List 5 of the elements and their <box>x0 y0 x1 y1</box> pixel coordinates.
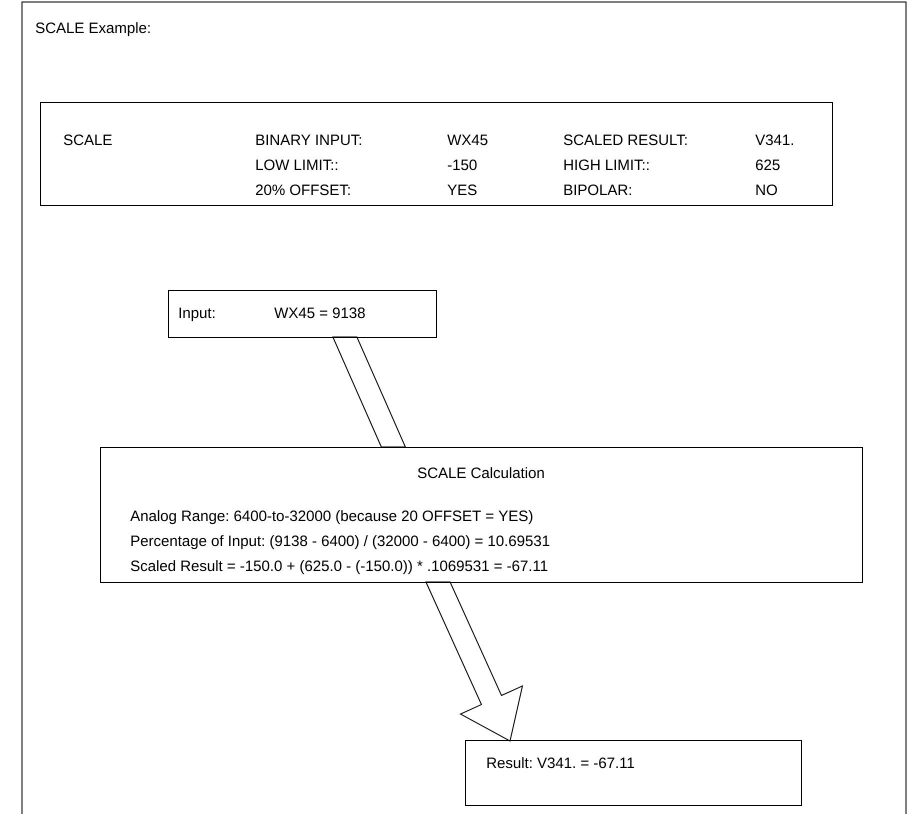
instruction-box: SCALE BINARY INPUT: WX45 SCALED RESULT: V341. LOW LIMIT:: -150 HIGH LIMIT:: 625 20% OFFSET: YES BIPOLAR: NO <box>40 102 834 206</box>
input-box: Input: WX45 = 9138 <box>168 290 437 338</box>
calculation-box: SCALE Calculation Analog Range: 6400-to-32000 (because 20 OFFSET = YES) Percentage of Input: (9138 - 6400) / (32000 - 6400) = 10.69531 Scaled Result = -150.0 + (625.0 - (-150.0)) * .1069531 = -67.11 <box>100 447 864 583</box>
block-arrow <box>425 582 524 742</box>
result-box: Result: V341. = -67.11 <box>465 740 802 806</box>
